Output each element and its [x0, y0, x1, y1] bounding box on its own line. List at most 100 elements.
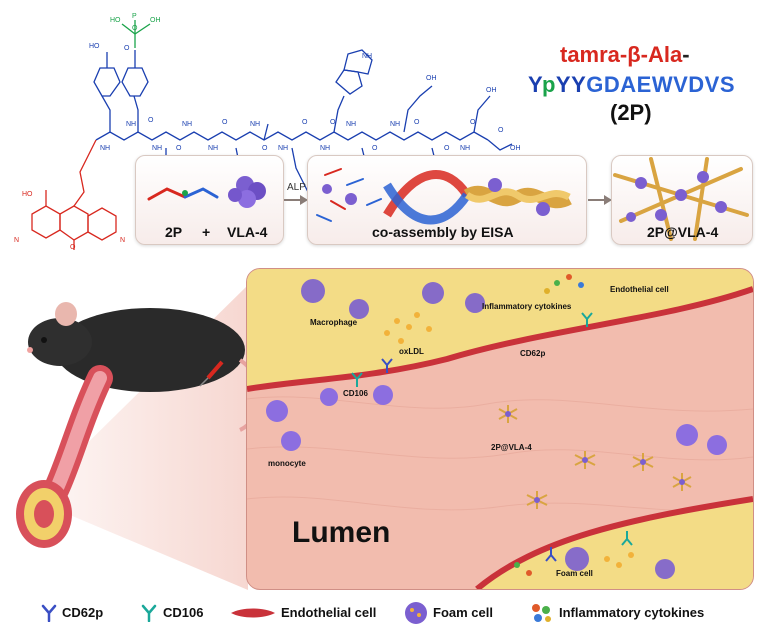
- atom-label-o-2: O: [176, 145, 182, 152]
- legend-label-endothelial: Endothelial cell: [281, 605, 377, 620]
- legend-endothelial-icon: [231, 608, 275, 618]
- atom-label-o-ester: O: [124, 45, 130, 52]
- dye-label: tamra-β-Ala: [560, 42, 683, 67]
- phosphate-group: [121, 20, 151, 48]
- scene-label-foam-cell: Foam cell: [556, 569, 593, 578]
- seq-part-rest: GDAEWVDVS: [586, 72, 736, 97]
- atom-label-dye-n2: N: [120, 237, 125, 244]
- foam-cells: [301, 279, 675, 579]
- legend-label-cd62p: CD62p: [62, 605, 104, 620]
- label-complex: 2P@VLA-4: [647, 224, 719, 240]
- legend: CD62p CD106 Endothelial cell Foam cell I…: [0, 594, 764, 630]
- vessel-scene: [246, 268, 754, 590]
- atom-label-nh-5: NH: [208, 145, 218, 152]
- helix-fiber-unwound: [383, 170, 471, 225]
- scene-label-cd62p: CD62p: [520, 349, 546, 358]
- atom-label-dye-ho: HO: [22, 191, 33, 198]
- label-2p: 2P: [165, 224, 183, 240]
- vla4-protein-icon: [228, 176, 266, 208]
- atom-label-oh-ser: OH: [486, 87, 497, 94]
- atom-label-ho-1: HO: [89, 43, 100, 50]
- phosphate-dot: [182, 190, 188, 196]
- atom-label-nh-9: NH: [346, 121, 356, 128]
- atom-label-dye-o: O: [70, 244, 76, 250]
- mouse-artery-illustration: [16, 285, 260, 590]
- legend-cd62p-icon: [41, 604, 57, 622]
- atom-label-nh-8: NH: [320, 145, 330, 152]
- panel-components-art: [147, 176, 266, 208]
- vla4-on-fiber-1: [488, 178, 502, 192]
- cytokine-dots: [514, 274, 584, 576]
- atom-label-o-11: O: [498, 127, 504, 134]
- legend-label-cytokines: Inflammatory cytokines: [559, 605, 705, 620]
- vla4-small-1: [345, 193, 357, 205]
- complex-cluster-dots: [505, 411, 685, 503]
- label-plus: +: [202, 224, 211, 240]
- scene-label-complex: 2P@VLA-4: [491, 443, 532, 452]
- scene-label-monocyte: monocyte: [268, 459, 306, 468]
- vla4-on-fiber-2: [536, 202, 550, 216]
- atom-label-o-7: O: [372, 145, 378, 152]
- oxldl-dots: [384, 312, 634, 568]
- atom-label-o-9: O: [444, 145, 450, 152]
- receptors: [351, 312, 633, 562]
- atom-label-o-5: O: [302, 119, 308, 126]
- atom-label-o-10: O: [470, 119, 476, 126]
- lumen-label: Lumen: [292, 516, 391, 549]
- scene-label-cytokines: Inflammatory cytokines: [482, 302, 572, 311]
- atom-label-nh-trp: NH: [362, 53, 372, 60]
- atom-label-oh-asp2: OH: [426, 75, 437, 82]
- peptide-red-segment: [147, 187, 187, 201]
- plaque-top: [247, 269, 753, 389]
- arrow-step-2: [588, 195, 612, 205]
- scene-label-endothelial: Endothelial cell: [610, 285, 669, 294]
- scene-label-macrophage: Macrophage: [310, 318, 358, 327]
- atom-label-o-3: O: [222, 119, 228, 126]
- vla4-small-2: [322, 184, 332, 194]
- atom-label-phos-p: P: [132, 13, 137, 20]
- atom-label-phos-oh: OH: [150, 17, 161, 24]
- scene-label-oxldl: oxLDL: [399, 347, 424, 356]
- atom-label-nh-6: NH: [250, 121, 260, 128]
- atom-label-o-4: O: [262, 145, 268, 152]
- helix-fiber-wound: [463, 185, 572, 209]
- alp-label: ALP: [287, 182, 306, 193]
- atom-label-o-6: O: [330, 119, 336, 126]
- panel-complex-art: [613, 157, 749, 241]
- atom-label-o-8: O: [414, 119, 420, 126]
- panel-coassembly-art: [316, 168, 572, 225]
- atom-label-oh-cterm: OH: [510, 145, 521, 152]
- scattered-peptides: [316, 168, 382, 222]
- atom-label-nh-7: NH: [278, 145, 288, 152]
- plaque-bottom: [477, 499, 753, 589]
- atom-label-phos-ho: HO: [110, 17, 121, 24]
- atom-label-nh-2: NH: [126, 121, 136, 128]
- panel-components: [135, 155, 284, 245]
- dye-scaffold: [31, 139, 117, 250]
- atom-label-nh-10: NH: [390, 121, 400, 128]
- syringe-icon: [199, 360, 224, 387]
- peptide-sequence: YpYYGDAEWVDVS: [528, 72, 735, 98]
- peptide-blue-segment: [183, 187, 219, 199]
- endothelium-bottom: [475, 496, 753, 589]
- network-vla4-dots: [626, 171, 727, 222]
- legend-foam-cell-icon: [405, 602, 427, 624]
- probe-name-prefix: tamra-β-Ala-: [560, 42, 690, 68]
- vessel-scene-art: [247, 269, 753, 589]
- probe-code: (2P): [610, 100, 652, 125]
- atom-label-nh-1: NH: [100, 145, 110, 152]
- atom-label-o-1: O: [148, 117, 154, 124]
- legend-cd106-icon: [141, 604, 157, 622]
- legend-cytokines-icon: [532, 604, 551, 622]
- legend-label-cd106: CD106: [163, 605, 204, 620]
- seq-part-yy: YY: [555, 72, 587, 97]
- arrow-alp: [284, 195, 308, 205]
- monocytes: [266, 385, 727, 455]
- label-vla4: VLA-4: [227, 224, 268, 240]
- atom-label-nh-3: NH: [152, 145, 162, 152]
- label-coassembly: co-assembly by EISA: [372, 224, 514, 240]
- seq-part-p: p: [541, 72, 556, 97]
- scene-label-cd106: CD106: [343, 389, 368, 398]
- atom-label-nh-11: NH: [460, 145, 470, 152]
- legend-label-foam-cell: Foam cell: [433, 605, 493, 620]
